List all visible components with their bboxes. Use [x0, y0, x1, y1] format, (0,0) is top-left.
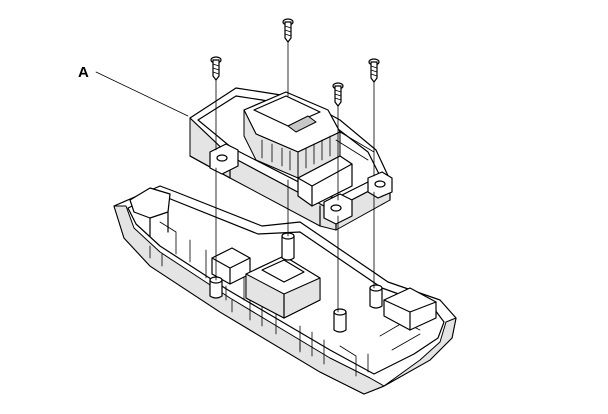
- lower-housing-tray: [113, 185, 457, 395]
- assembly-lines: [215, 41, 375, 313]
- screw-1: [210, 56, 222, 81]
- screw-3: [332, 82, 344, 107]
- callout-a: A: [78, 64, 189, 117]
- callout-leader-line: [95, 71, 189, 117]
- screw-2: [282, 18, 294, 43]
- upper-module-a: [189, 87, 393, 231]
- callout-label: A: [78, 64, 89, 81]
- screw-4: [368, 58, 380, 83]
